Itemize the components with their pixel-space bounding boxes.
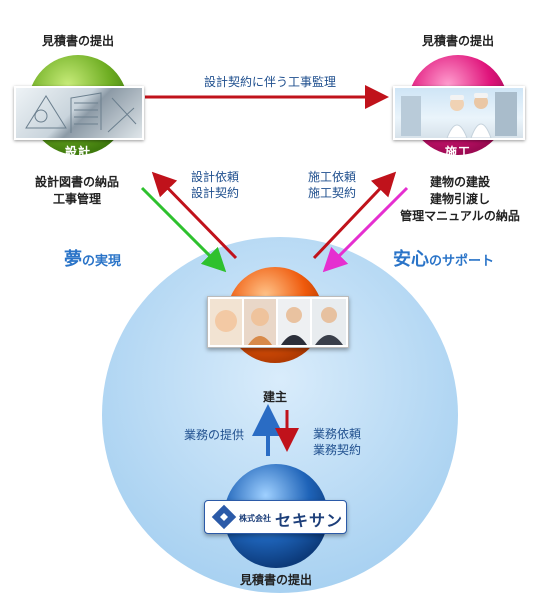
design-node-name: 設計	[64, 145, 91, 159]
service-contract-line-2: 業務契約	[312, 443, 361, 457]
client-photos	[207, 296, 349, 348]
slogan-dream-main: 夢	[64, 249, 82, 270]
blueprint-image	[14, 86, 144, 140]
service-contract-line-1: 業務依頼	[312, 427, 361, 441]
slogan-support: 安心のサポート	[393, 245, 494, 271]
top-arrow-label: 設計契約に伴う工事監理	[203, 75, 336, 89]
service-contract-label: 業務依頼 業務契約	[302, 426, 372, 458]
right-request-arrow	[312, 171, 397, 260]
design-request-line-2: 設計契約	[190, 186, 239, 200]
slogan-support-main: 安心	[393, 249, 429, 270]
design-deliverable-2: 工事管理	[52, 192, 101, 206]
design-request-label: 設計依頼 設計契約	[180, 169, 250, 201]
construction-deliverables: 建物の建設 建物引渡し 管理マニュアルの納品	[390, 174, 530, 225]
construction-deliverable-2: 建物引渡し	[429, 192, 490, 206]
construction-workers-photo	[401, 92, 517, 138]
construction-request-line-2: 施工契約	[307, 186, 356, 200]
design-request-line-1: 設計依頼	[190, 170, 239, 184]
company-logo: 株式会社 セキサン	[204, 500, 347, 534]
blueprint-drawing	[25, 92, 137, 133]
slogan-support-rest: のサポート	[429, 254, 495, 269]
company-estimate-label: 見積書の提出	[239, 573, 312, 587]
company-logo-icon	[211, 504, 237, 530]
construction-deliverable-1: 建物の建設	[429, 175, 490, 189]
design-deliverable-1: 設計図書の納品	[34, 175, 119, 189]
construction-node-name: 施工	[444, 145, 471, 159]
construction-deliverable-3: 管理マニュアルの納品	[400, 209, 520, 223]
design-deliverables: 設計図書の納品 工事管理	[22, 174, 132, 208]
left-deliver-arrow	[140, 186, 227, 273]
company-type: 株式会社	[239, 514, 271, 523]
service-provision-label: 業務の提供	[183, 428, 244, 442]
client-node-name: 建主	[262, 390, 287, 404]
construction-photo	[393, 86, 525, 140]
construction-estimate-label: 見積書の提出	[421, 34, 494, 48]
slogan-dream: 夢の実現	[64, 245, 121, 271]
design-estimate-label: 見積書の提出	[41, 34, 114, 48]
construction-request-label: 施工依頼 施工契約	[297, 169, 367, 201]
company-name: セキサン	[275, 511, 344, 530]
construction-request-line-1: 施工依頼	[307, 170, 356, 184]
right-deliver-arrow	[322, 186, 409, 273]
left-request-arrow	[151, 171, 238, 260]
client-family-photos	[210, 299, 346, 345]
slogan-dream-rest: の実現	[82, 254, 122, 269]
